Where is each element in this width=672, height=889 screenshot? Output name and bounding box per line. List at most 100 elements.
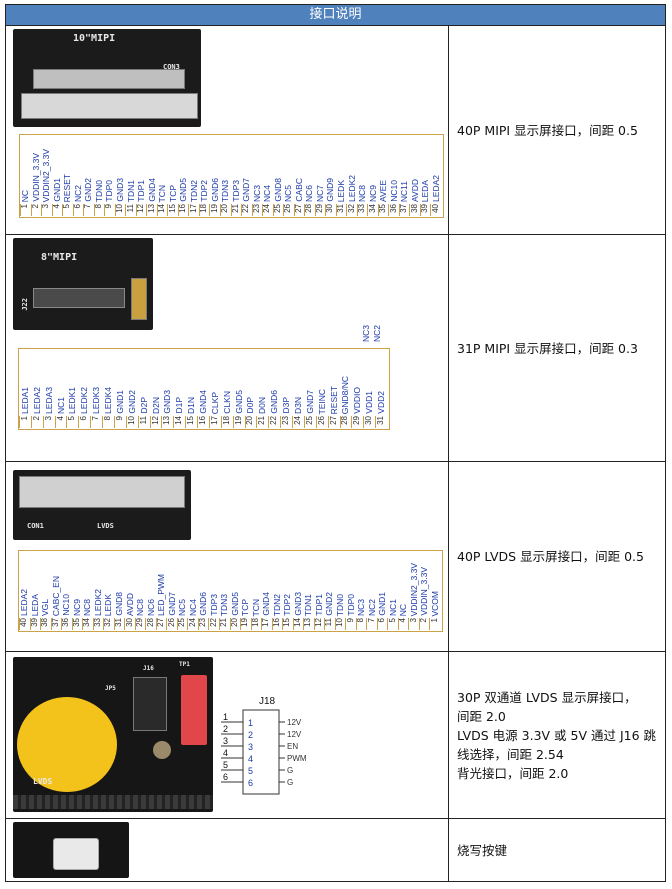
pin-divider: [149, 416, 151, 428]
pin-number: 20: [245, 416, 255, 425]
pin-label: VDDIN_3.3V: [30, 153, 41, 202]
pin-divider: [351, 416, 353, 428]
pin-label: LED_PWM: [156, 573, 167, 616]
pin-divider: [429, 618, 431, 630]
pin-number: 13: [303, 618, 313, 627]
silk-ref: J22: [21, 298, 29, 311]
pin-label: GND8: [272, 178, 283, 202]
pin-divider: [61, 618, 63, 630]
pin-number: 34: [367, 204, 377, 213]
pin-number: 20: [229, 618, 239, 627]
pin-number: 40: [430, 204, 440, 213]
pin-label: D2N: [150, 396, 161, 414]
pin-divider: [327, 416, 329, 428]
pin-label: LEDK: [336, 179, 346, 202]
pin-label: GND5: [233, 390, 244, 414]
cell-desc-mipi-40p: 40P MIPI 显示屏接口，间距 0.5: [449, 26, 665, 234]
pin-label: GND7: [166, 592, 177, 616]
pin-label: LEDK: [103, 593, 114, 616]
pin-divider: [397, 618, 399, 630]
pin-number: 29: [352, 416, 362, 425]
pin-number: 13: [162, 416, 172, 425]
pin-number: 11: [125, 204, 135, 213]
pin-divider: [62, 204, 64, 216]
pin-label: GND4: [261, 592, 272, 616]
pin-label: NC8: [82, 598, 93, 616]
pin-divider: [232, 416, 234, 428]
pin-divider: [219, 204, 221, 216]
pin-label: TDP0: [104, 180, 115, 202]
pin-divider: [197, 618, 199, 630]
j18-inner-number: 6: [248, 778, 253, 788]
cell-desc-burn-key: 烧写按键: [449, 819, 665, 881]
pin-number: 14: [292, 618, 302, 627]
silk-tp1: TP1: [179, 661, 190, 668]
fpc-connector: [19, 476, 185, 508]
pin-number: 30: [124, 618, 134, 627]
pin-label: GND3: [162, 390, 173, 414]
pin-number: 2: [419, 618, 429, 623]
pin-number: 22: [269, 416, 279, 425]
pin-number: 33: [92, 618, 102, 627]
pin-label: TDP1: [313, 594, 324, 616]
pin-number: 22: [208, 618, 218, 627]
pin-label: D1P: [174, 397, 185, 414]
pin-label: TDN1: [125, 179, 136, 202]
pin-number: 8: [93, 204, 103, 209]
pin-label: AVDD: [409, 179, 420, 202]
pin-label: VGL: [40, 598, 51, 616]
pin-number: 12: [313, 618, 323, 627]
pin-number: 23: [251, 204, 261, 213]
pin-number: 19: [240, 618, 250, 627]
pin-label: GND3: [114, 178, 125, 202]
pin-label: CLKN: [221, 391, 232, 414]
pin-number: 6: [377, 618, 387, 623]
pin-label: NC3: [251, 184, 262, 202]
pin-number: 15: [186, 416, 196, 425]
pin-number: 35: [378, 204, 388, 213]
pin-divider: [408, 618, 410, 630]
pin-number: 5: [67, 416, 77, 421]
pin-number: 10: [114, 204, 124, 213]
pin-number: 20: [220, 204, 230, 213]
pin-label: D0P: [245, 397, 256, 414]
pin-divider: [292, 618, 294, 630]
pin-number: 26: [316, 416, 326, 425]
pin-label: GND8/NC: [340, 375, 351, 414]
pin-divider: [113, 416, 115, 428]
pin-label: TDP2: [282, 594, 293, 616]
pin-number: 30: [325, 204, 335, 213]
pin-divider: [155, 618, 157, 630]
pin-number: 12: [136, 204, 146, 213]
pin-divider: [187, 618, 189, 630]
pin-label: NC6: [304, 184, 315, 202]
pin-label: TDP2: [199, 180, 210, 202]
pin-label: GND6: [209, 178, 220, 202]
pin-number: 27: [328, 416, 338, 425]
pin-label: NC10: [61, 594, 72, 616]
pin-divider: [293, 204, 295, 216]
pin-divider: [176, 618, 178, 630]
pin-divider: [346, 204, 348, 216]
pin-number: 12: [150, 416, 160, 425]
pin-number: 2: [30, 204, 40, 209]
pin-divider: [40, 618, 42, 630]
pin-number: 36: [61, 618, 71, 627]
pin-number: 9: [104, 204, 114, 209]
pin-number: 6: [72, 204, 82, 209]
silk-j16: J16: [143, 665, 154, 672]
header-j16: [133, 677, 167, 731]
j18-inner-number: 5: [248, 766, 253, 776]
pin-divider: [92, 618, 94, 630]
j18-signal: G: [287, 766, 293, 775]
pin-divider: [282, 618, 284, 630]
silk-board: LVDS: [97, 522, 114, 530]
pin-number: 18: [221, 416, 231, 425]
pin-number: 4: [55, 416, 65, 421]
pin-label: D3P: [281, 397, 292, 414]
pin-divider: [388, 204, 390, 216]
pin-label: NC2: [366, 598, 377, 616]
pin-divider: [113, 618, 115, 630]
pin-divider: [303, 416, 305, 428]
